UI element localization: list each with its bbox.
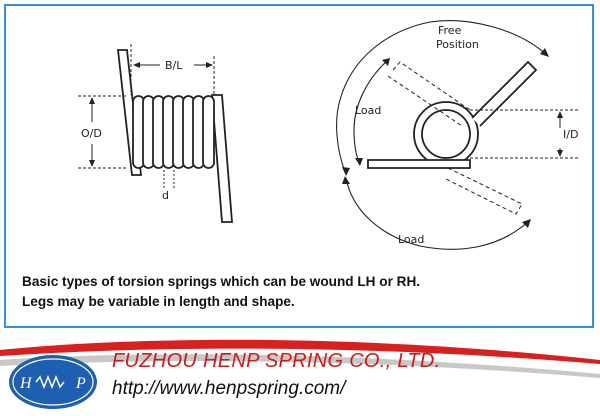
d-label: d	[162, 189, 169, 202]
diagram-frame	[4, 4, 594, 328]
caption-line-2: Legs may be variable in length and shape…	[22, 294, 295, 309]
od-label: O/D	[81, 127, 102, 140]
company-name: FUZHOU HENP SPRING CO., LTD.	[112, 350, 441, 372]
id-label: I/D	[563, 128, 578, 141]
torsion-spring-diagram: B/L O/D d Free Position Load	[78, 20, 580, 250]
company-logo: H P	[9, 355, 97, 409]
red-swoosh	[0, 339, 600, 364]
free-position-label-line2: Position	[436, 38, 479, 51]
company-url-link[interactable]: http://www.henpspring.com/	[112, 378, 346, 399]
grey-swoosh	[0, 354, 600, 378]
spring-coils	[132, 95, 215, 169]
logo-letter-p: P	[75, 375, 86, 392]
caption-line-1: Basic types of torsion springs which can…	[22, 274, 421, 289]
side-view-spring	[78, 44, 233, 223]
diagram-caption: Basic types of torsion springs which can…	[22, 272, 592, 312]
free-position-label-line1: Free	[438, 24, 462, 37]
footer-banner: H P	[0, 339, 600, 409]
front-view-spring	[336, 20, 580, 250]
load-lower-label: Load	[398, 233, 424, 246]
load-upper-label: Load	[355, 104, 381, 117]
logo-letter-h: H	[19, 375, 33, 392]
bl-label: B/L	[165, 59, 183, 72]
